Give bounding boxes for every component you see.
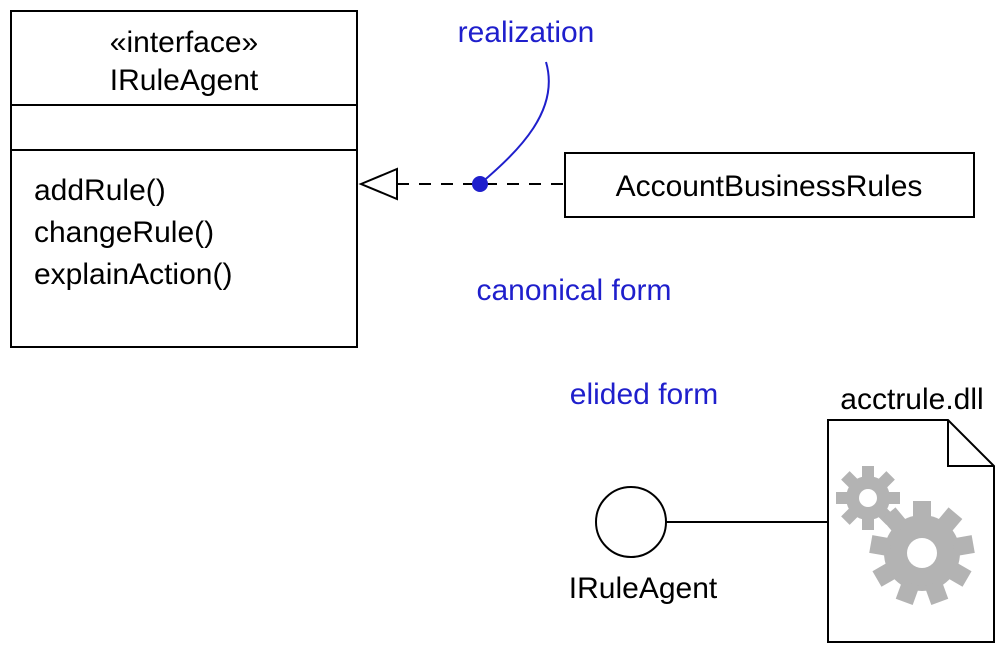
implementing-class-frame: [564, 152, 975, 218]
lollipop-circle: [595, 486, 667, 558]
large-gear-icon: [869, 501, 975, 605]
operation-add-rule: addRule(): [34, 174, 166, 207]
file-fold-corner: [947, 420, 994, 467]
lollipop-label: IRuleAgent: [569, 572, 718, 605]
component-file: acctrule.dll: [827, 383, 995, 643]
interface-class-box: «interface» IRuleAgent addRule() changeR…: [10, 10, 358, 348]
elided-form-annotation: elided form: [570, 378, 718, 411]
operation-explain-action: explainAction(): [34, 258, 232, 291]
interface-class-frame: [10, 10, 358, 348]
realization-leader-line: [479, 61, 550, 185]
realization-annotation: realization: [458, 16, 595, 49]
realization-arrowhead: [358, 167, 398, 201]
realization-connector: [358, 167, 565, 201]
realization-dot: [472, 176, 488, 192]
interface-class-name: IRuleAgent: [110, 64, 259, 97]
canonical-form-annotation: canonical form: [476, 274, 671, 307]
implementing-class-box: AccountBusinessRules: [564, 152, 975, 218]
lollipop-interface: IRuleAgent: [569, 486, 828, 605]
operation-change-rule: changeRule(): [34, 216, 214, 249]
component-name: acctrule.dll: [840, 383, 983, 416]
implementing-class-name: AccountBusinessRules: [616, 170, 923, 203]
interface-stereotype: «interface»: [110, 26, 258, 59]
